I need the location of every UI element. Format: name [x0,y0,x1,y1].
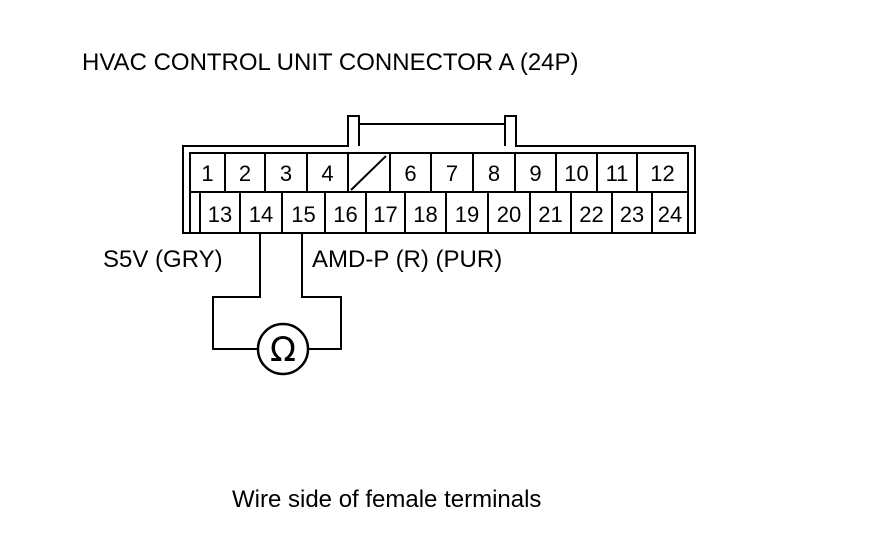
terminal-bottom-1: 13 [208,202,232,227]
diagram-title: HVAC CONTROL UNIT CONNECTOR A (24P) [82,49,579,76]
terminal-top-1: 1 [201,161,213,186]
blocked-cavity-slash [350,155,387,191]
terminal-bottom-10: 22 [579,202,603,227]
terminal-top-4: 4 [321,161,333,186]
terminal-top-2: 2 [239,161,251,186]
terminal-bottom-11: 23 [620,202,644,227]
terminal-top-7: 7 [446,161,458,186]
wire-label-amd-p: AMD-P (R) (PUR) [312,246,502,273]
terminal-bottom-2: 14 [249,202,273,227]
connector-housing [182,115,696,234]
diagram-caption: Wire side of female terminals [232,486,541,513]
test-lead-wires [212,233,342,350]
wire-label-s5v: S5V (GRY) [103,246,223,273]
terminal-bottom-8: 20 [497,202,521,227]
terminal-bottom-7: 19 [455,202,479,227]
terminal-top-10: 10 [564,161,588,186]
ohmmeter-icon: Ω [256,322,310,376]
terminal-top-11: 11 [606,161,629,186]
connector-bottom-row: 13 14 15 16 17 18 19 20 21 22 23 24 [208,192,682,233]
terminal-bottom-12: 24 [658,202,682,227]
terminal-bottom-3: 15 [291,202,315,227]
terminal-top-12: 12 [650,161,674,186]
ohm-symbol: Ω [270,330,296,370]
terminal-top-9: 9 [529,161,541,186]
terminal-top-3: 3 [280,161,292,186]
terminal-bottom-5: 17 [373,202,397,227]
terminal-bottom-9: 21 [538,202,562,227]
terminal-bottom-4: 16 [333,202,357,227]
terminal-bottom-6: 18 [413,202,437,227]
terminal-top-8: 8 [488,161,500,186]
terminal-top-6: 6 [404,161,416,186]
